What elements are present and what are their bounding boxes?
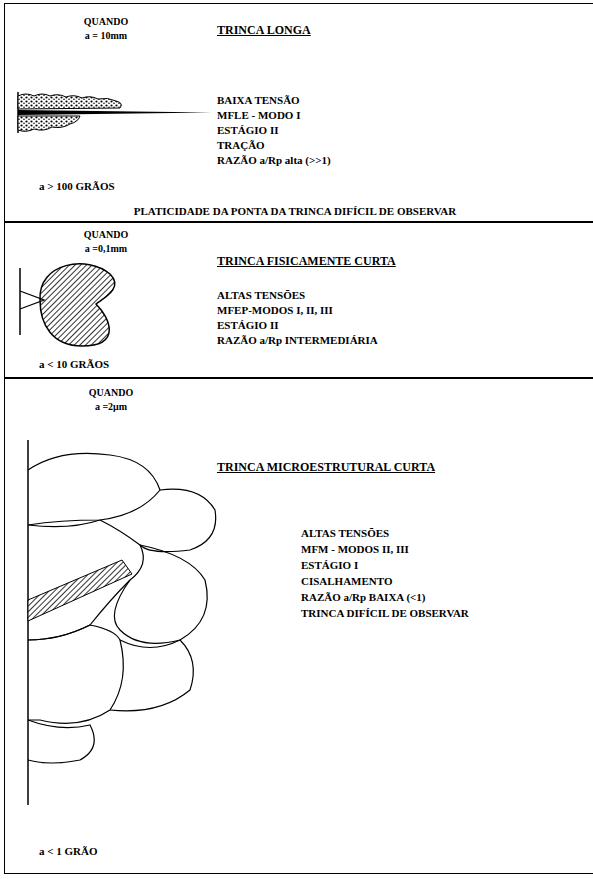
panel-text: ESTÁGIO II: [217, 319, 278, 332]
panel-text: ALTAS TENSÕES: [217, 289, 305, 302]
crack-regime-panel: QUANDO a = 10mm TRINCA LONGA BAIXA TENSÃO MF…: [4, 3, 593, 222]
panel-text: CISALHAMENTO: [301, 575, 392, 588]
panel-text: ALTAS TENSÕES: [301, 527, 389, 540]
long-crack-figure: [18, 92, 212, 133]
panel-text: a =0,1mm: [85, 243, 127, 255]
panel-text: a =2μm: [95, 401, 127, 413]
short-crack-figure: [20, 264, 115, 346]
panel-text: RAZÃO a/Rp alta (>>1): [217, 154, 331, 167]
panel-text: a < 1 GRÃO: [39, 845, 98, 858]
crack-regime-panel: QUANDO a =0,1mmTRINCA FISICAMENTE CURTA AL…: [4, 222, 593, 378]
panel-text: ESTÁGIO II: [217, 124, 278, 137]
panel-text: TRAÇÃO: [217, 139, 265, 152]
panel-heading: TRINCA LONGA: [217, 24, 311, 38]
panel-text: BAIXA TENSÃO: [217, 94, 300, 107]
grain-structure: [28, 440, 216, 805]
panel-text: MFEP-MODOS I, II, III: [217, 304, 333, 317]
panel-text: QUANDO: [84, 229, 128, 241]
panel-text: a = 10mm: [85, 30, 127, 42]
panel-text: PLATICIDADE DA PONTA DA TRINCA DIFÍCIL D…: [134, 205, 456, 218]
panel-text: a > 100 GRÃOS: [39, 180, 115, 193]
panel-text: QUANDO: [84, 16, 128, 28]
crack-regime-panel: QUANDO a =2μmTRINCA MICROESTRUTURAL CURTA…: [4, 378, 593, 874]
panel-text: RAZÃO a/Rp INTERMEDIÁRIA: [217, 334, 378, 347]
panel-heading: TRINCA FISICAMENTE CURTA: [217, 255, 396, 269]
panel-text: ESTÁGIO I: [301, 559, 358, 572]
panel-heading: TRINCA MICROESTRUTURAL CURTA: [217, 461, 435, 475]
panel-text: MFM - MODOS II, III: [301, 543, 409, 556]
panel-text: QUANDO: [89, 387, 133, 399]
panel-text: RAZÃO a/Rp BAIXA (<1): [301, 591, 426, 604]
panel-text: TRINCA DIFÍCIL DE OBSERVAR: [301, 607, 469, 620]
panel-text: a < 10 GRÃOS: [39, 358, 109, 371]
panel-text: MFLE - MODO I: [217, 109, 300, 122]
